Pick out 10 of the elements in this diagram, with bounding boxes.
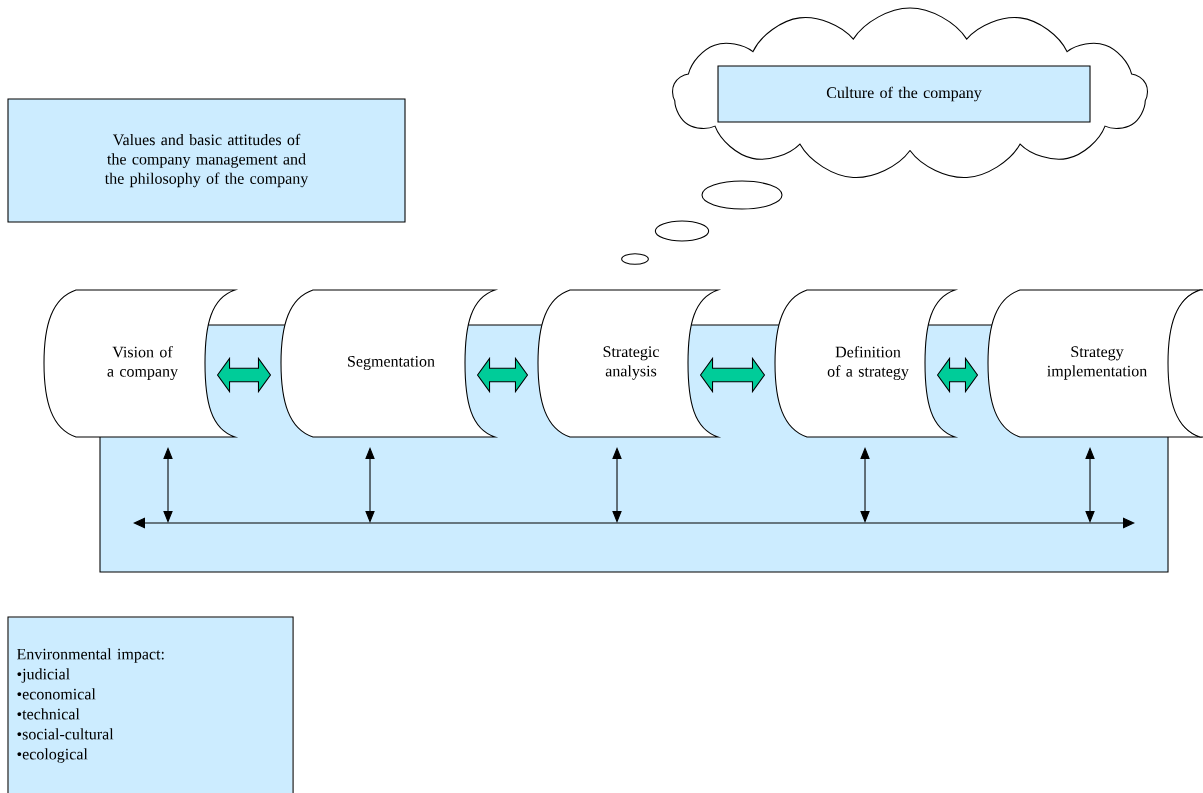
text-box: Culture of the company — [717, 65, 1091, 123]
process-scroll — [1167, 289, 1203, 438]
arrow — [163, 447, 173, 523]
impact-list-box: Environmental impact: •judicial •economical •technical •social-cultural •ecological — [7, 616, 294, 793]
text-box: Values and basic attitudes of the company management and the philosophy of the company — [7, 98, 406, 223]
process-scroll: Strategy implementation — [987, 289, 1201, 438]
arrow — [1085, 447, 1095, 523]
arrow — [860, 447, 870, 523]
arrow — [365, 447, 375, 523]
arrow — [612, 447, 622, 523]
